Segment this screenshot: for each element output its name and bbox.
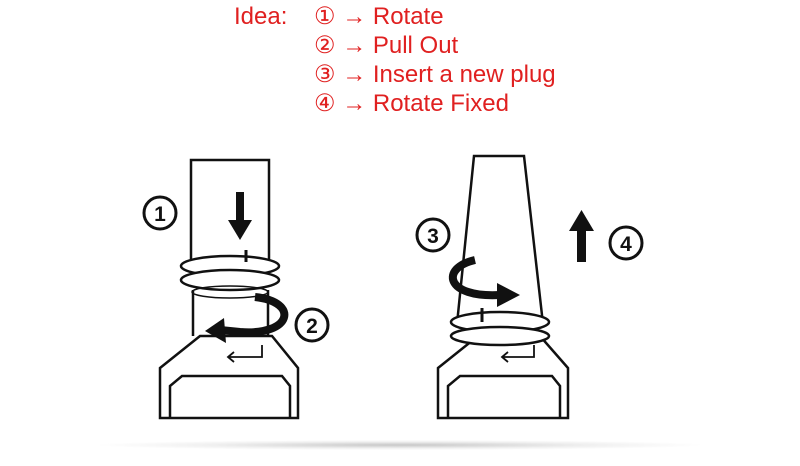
label-2-text: 2	[306, 315, 318, 338]
label-3-badge: 3	[415, 217, 451, 253]
step-3-label: → Insert a new plug	[342, 61, 556, 88]
right-latch-icon	[500, 345, 535, 363]
right-up-arrow	[569, 210, 594, 262]
step-3-text: ③ → Insert a new plug	[314, 60, 556, 89]
instruction-steps: Idea: ① → Rotate ② → Pull Out ③ → Insert…	[234, 2, 556, 118]
left-ring-bottom	[179, 268, 281, 292]
label-1-badge: 1	[142, 195, 178, 231]
step-4-text: ④ → Rotate Fixed	[314, 89, 509, 118]
right-device	[436, 154, 570, 420]
step-row-3: ③ → Insert a new plug	[234, 60, 556, 89]
right-base-inner	[446, 374, 562, 418]
right-rotate-arrow	[448, 256, 501, 300]
floor-shadow	[100, 440, 700, 450]
step-1-label: → Rotate	[342, 3, 444, 30]
step-1-marker: ①	[314, 3, 336, 30]
left-plug-tube	[189, 158, 271, 264]
left-rotate-arrow	[219, 293, 289, 337]
step-3-marker: ③	[314, 61, 336, 88]
step-row-4: ④ → Rotate Fixed	[234, 89, 556, 118]
step-2-label: → Pull Out	[342, 32, 459, 59]
label-4-text: 4	[620, 233, 632, 256]
step-2-text: ② → Pull Out	[314, 31, 458, 60]
step-4-marker: ④	[314, 90, 336, 117]
step-row-1: Idea: ① → Rotate	[234, 2, 556, 31]
step-row-2: ② → Pull Out	[234, 31, 556, 60]
left-base-inner	[168, 374, 292, 418]
idea-title: Idea:	[234, 3, 288, 30]
right-ring-bottom	[449, 325, 551, 347]
label-2-badge: 2	[294, 307, 330, 343]
left-device	[158, 158, 300, 420]
left-down-arrow	[228, 192, 252, 240]
step-4-label: → Rotate Fixed	[342, 90, 509, 117]
label-3-text: 3	[427, 225, 439, 248]
label-1-text: 1	[154, 203, 166, 226]
label-4-badge: 4	[608, 225, 644, 261]
step-1-text: ① → Rotate	[314, 2, 444, 31]
step-2-marker: ②	[314, 32, 336, 59]
left-latch-icon	[226, 345, 263, 363]
